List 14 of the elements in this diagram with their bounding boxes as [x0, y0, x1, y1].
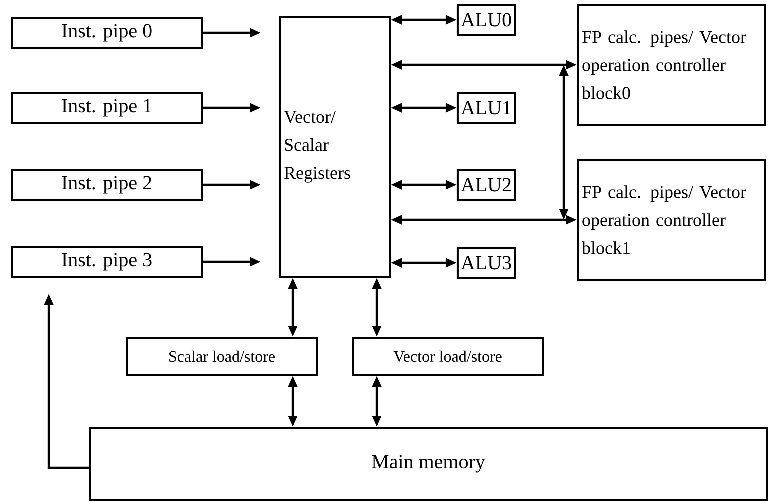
pipe-box: Inst. pipe 3	[11, 246, 203, 278]
pipe-box: Inst. pipe 2	[11, 169, 203, 201]
alu-box: ALU1	[456, 92, 516, 124]
register-block: Vector/ Scalar Registers	[279, 16, 391, 278]
pipe-box: Inst. pipe 0	[11, 17, 203, 49]
alu-box: ALU3	[456, 247, 516, 279]
alu-box: ALU2	[456, 169, 516, 201]
pipeline-block: FP calc. pipes/ Vector operation controller block0	[577, 4, 766, 126]
alu-box: ALU0	[456, 4, 516, 36]
load-store-box: Vector load/store	[352, 337, 544, 376]
pipe-box: Inst. pipe 1	[11, 92, 203, 124]
load-store-box: Scalar load/store	[126, 337, 318, 376]
pipeline-block: FP calc. pipes/ Vector operation controller block1	[577, 159, 766, 281]
memory-block: Main memory	[89, 427, 768, 501]
